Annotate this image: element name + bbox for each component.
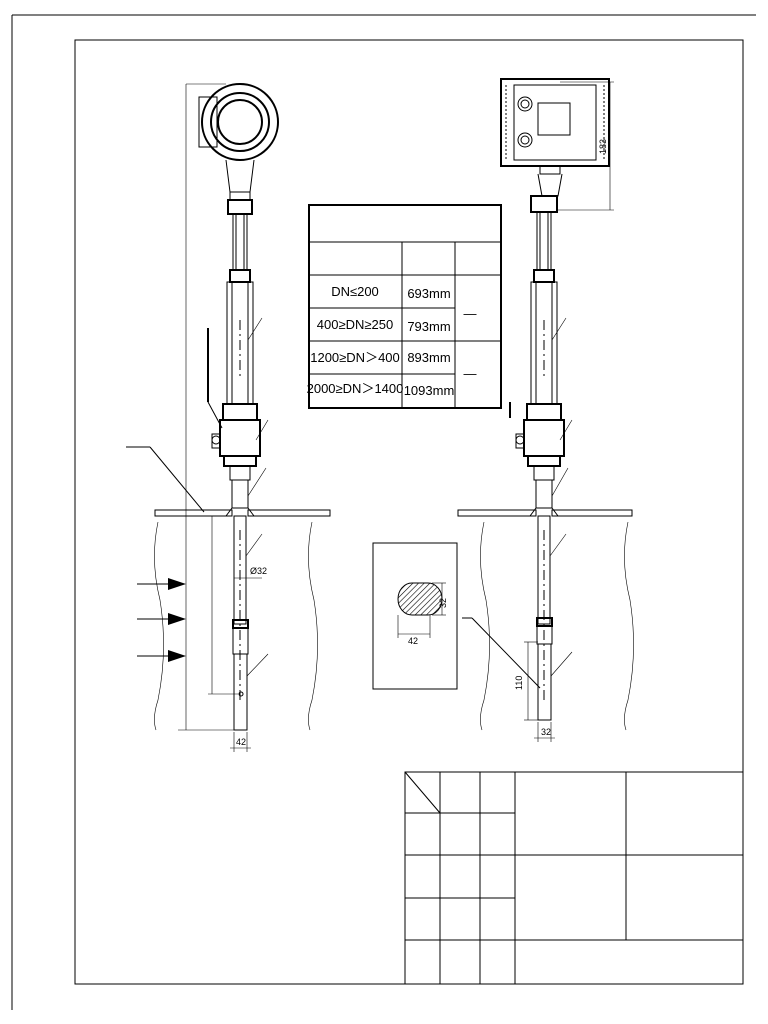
left-probe-diameter-label: Ø32 — [250, 566, 267, 576]
row-2-length: 793mm — [407, 319, 450, 334]
section-width-label: 42 — [408, 636, 418, 646]
table-row: 400≥DN≥250 793mm — [317, 317, 451, 334]
left-converter-head — [198, 83, 279, 215]
table-row: 1200≥DN＞400 893mm — [310, 350, 450, 365]
left-pipe-wall — [154, 465, 331, 731]
probe-cross-section — [397, 582, 443, 616]
left-tip-width-label: 42 — [236, 737, 246, 747]
flow-arrow-3 — [168, 650, 186, 662]
right-pipe-wall — [457, 465, 634, 731]
title-block-diagonal — [404, 771, 441, 814]
section-height-label: 32 — [438, 598, 448, 608]
title-block — [404, 771, 744, 985]
right-converter-head — [500, 78, 610, 213]
right-dimensions — [462, 81, 614, 742]
left-length-dimensions — [178, 83, 262, 752]
table-row: DN≤200 693mm — [331, 284, 450, 301]
row-2-range: 400≥DN≥250 — [317, 317, 393, 332]
right-probe-length-label: 110 — [514, 676, 524, 690]
right-flowmeter-view: 183 110 32 — [457, 78, 634, 742]
left-upper-tube — [226, 213, 263, 405]
row-3-length: 893mm — [407, 350, 450, 365]
length-table: DN≤200 693mm 400≥DN≥250 793mm 1200≥DN＞40… — [307, 204, 502, 409]
right-head-height-label: 183 — [598, 139, 608, 154]
flow-arrow-1 — [168, 578, 186, 590]
right-ball-valve — [509, 402, 573, 467]
row-4-length: 1093mm — [404, 383, 455, 398]
flow-direction-arrows — [137, 578, 186, 662]
row-1-length: 693mm — [407, 286, 450, 301]
right-tip-width-label: 32 — [541, 727, 551, 737]
section-detail-box: 32 42 — [372, 542, 458, 690]
right-upper-tube — [530, 211, 567, 405]
left-flowmeter-view: Ø32 42 — [126, 83, 331, 752]
sheet-border — [11, 14, 756, 1010]
flow-arrow-2 — [168, 613, 186, 625]
left-ball-valve — [207, 328, 269, 467]
right-probe — [536, 515, 573, 721]
left-probe — [232, 515, 269, 731]
row-3-range: 1200≥DN＞400 — [310, 350, 400, 365]
dash-mark-1: — — [464, 306, 477, 321]
row-4-range: 2000≥DN＞1400 — [307, 381, 404, 396]
row-1-range: DN≤200 — [331, 284, 379, 299]
table-row: 2000≥DN＞1400 1093mm — [307, 381, 455, 398]
dash-mark-2: — — [464, 366, 477, 381]
